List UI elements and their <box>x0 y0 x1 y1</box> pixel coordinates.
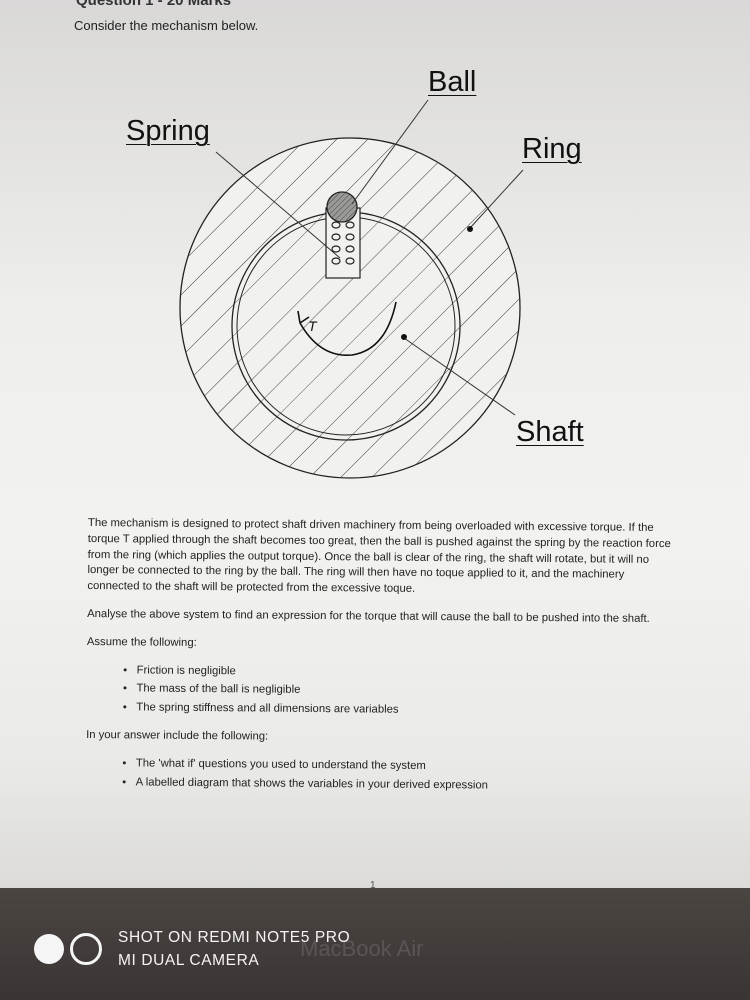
laptop-brand-text: MacBook Air <box>300 936 424 961</box>
watermark-line-1: SHOT ON REDMI NOTE5 PRO <box>118 929 351 946</box>
ring-leader <box>469 169 524 229</box>
document-page: Question 1 - 20 Marks Consider the mecha… <box>0 0 750 888</box>
list-item: A labelled diagram that shows the variab… <box>136 775 671 795</box>
watermark-line-2: MI DUAL CAMERA <box>118 952 260 969</box>
question-subheading: Consider the mechanism below. <box>74 18 259 33</box>
laptop-bezel <box>0 888 750 1000</box>
shaft-leader <box>403 337 516 416</box>
camera-watermark: SHOT ON REDMI NOTE5 PRO MI DUAL CAMERA <box>34 926 350 972</box>
assumptions-list: Friction is negligible The mass of the b… <box>86 663 671 721</box>
include-heading: In your answer include the following: <box>86 728 269 743</box>
spring-label: Spring <box>126 115 210 147</box>
assume-heading: Assume the following: <box>86 635 197 649</box>
page-number: 1 <box>370 880 376 888</box>
torque-label: T <box>308 318 317 334</box>
spring-leader <box>215 151 341 259</box>
shaft-marker <box>401 334 407 340</box>
filled-circle-icon <box>34 934 64 964</box>
ball-label: Ball <box>428 66 477 98</box>
list-item: The mass of the ball is negligible <box>136 682 671 702</box>
shaft-body <box>231 211 461 441</box>
question-body: The mechanism is designed to protect sha… <box>86 516 673 807</box>
ring-marker <box>467 226 473 232</box>
list-item: The spring stiffness and all dimensions … <box>136 701 671 721</box>
include-list: The 'what if' questions you used to unde… <box>86 756 671 796</box>
list-item: Friction is negligible <box>137 663 672 683</box>
list-item: The 'what if' questions you used to unde… <box>136 756 671 776</box>
ring-circle-icon <box>70 933 102 965</box>
ball-leader <box>351 99 429 205</box>
torque-arrow <box>297 301 397 356</box>
question-heading: Question 1 - 20 Marks <box>76 0 232 9</box>
shaft-label: Shaft <box>516 416 584 448</box>
ring-label: Ring <box>522 133 582 165</box>
task-paragraph: Analyse the above system to find an expr… <box>87 607 650 625</box>
ball <box>326 191 358 223</box>
description-paragraph: The mechanism is designed to protect sha… <box>87 516 671 596</box>
mechanism-diagram <box>179 99 524 479</box>
